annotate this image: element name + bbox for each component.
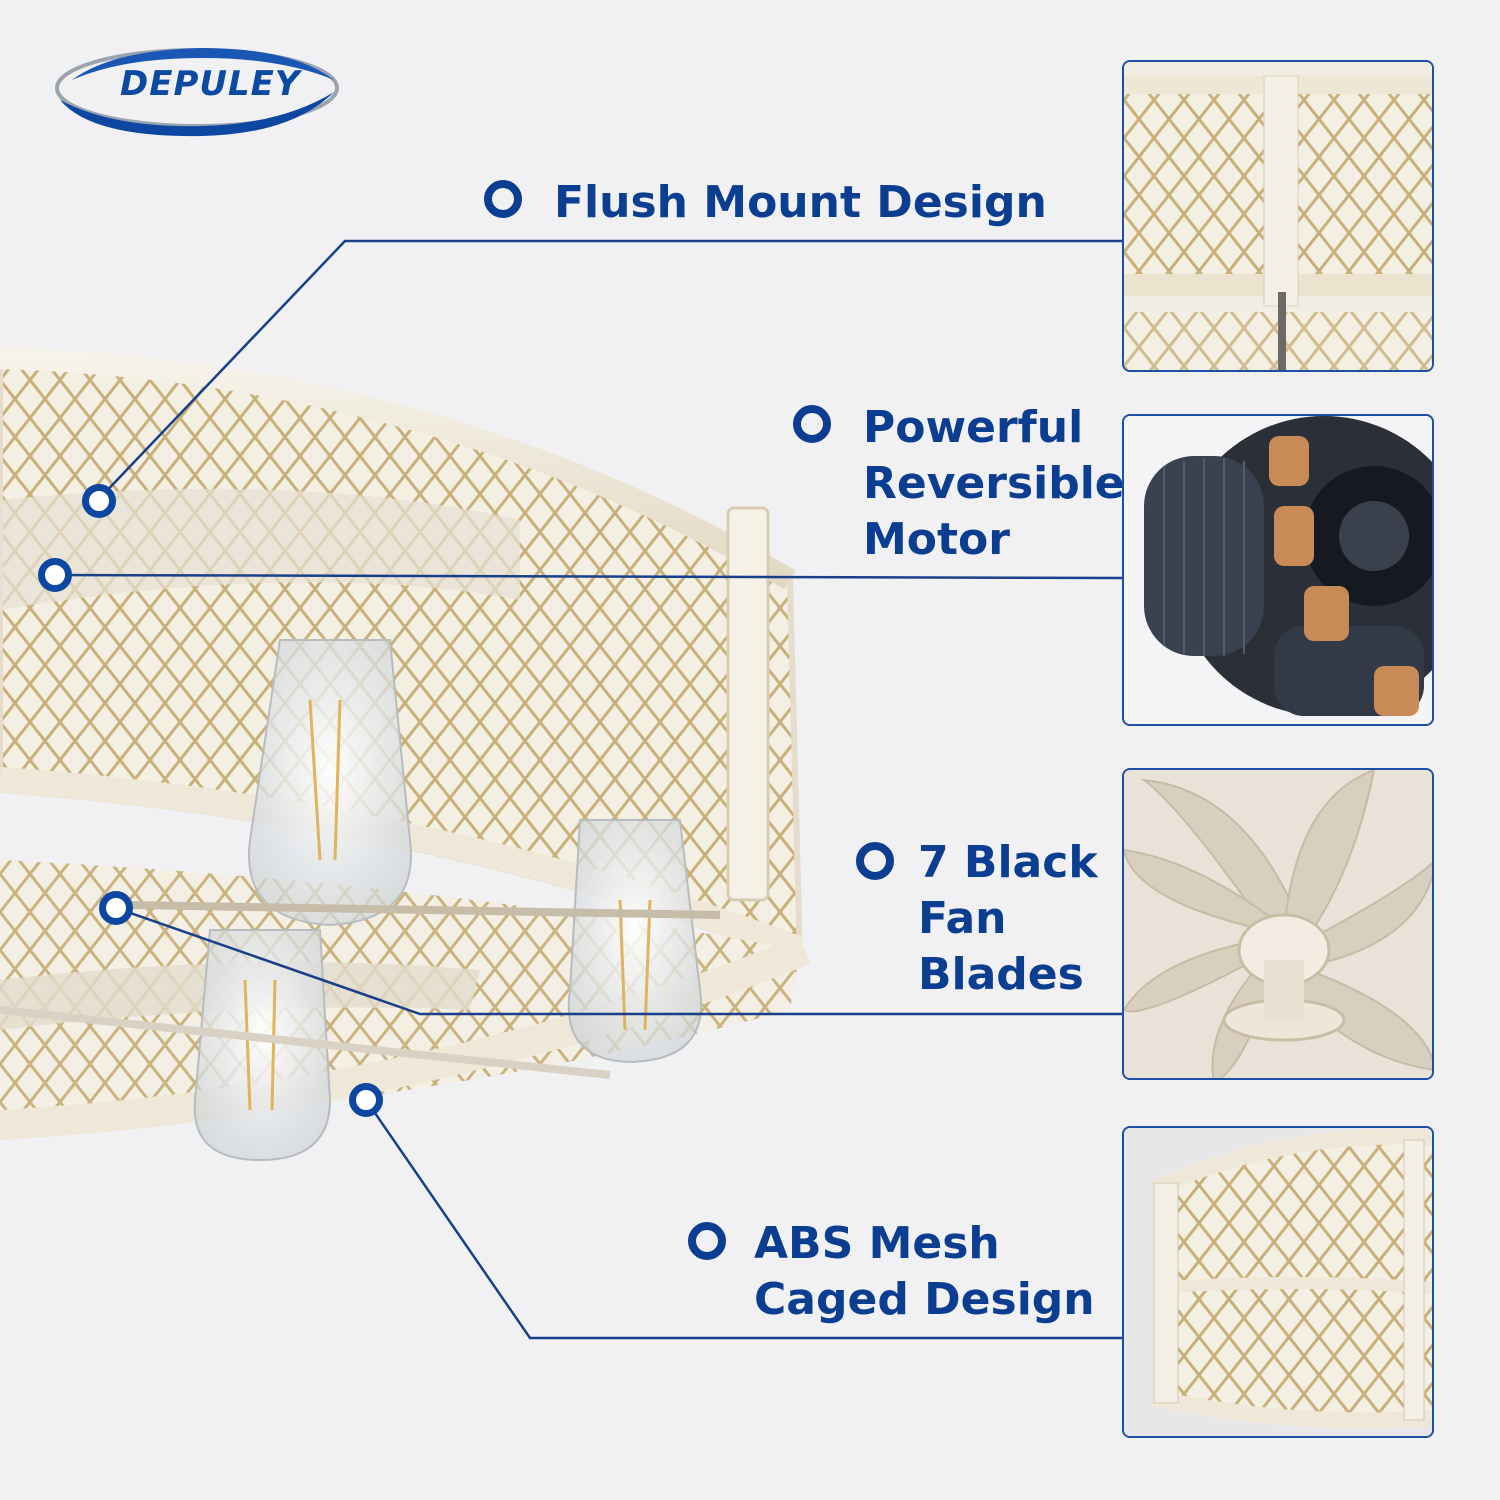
bullet-icon [856,842,894,880]
bullet-icon [688,1222,726,1260]
feature-blades: 7 Black Fan Blades [918,835,1098,1003]
feature-line: 7 Black [918,837,1098,888]
feature-line: ABS Mesh [754,1218,1000,1269]
brand-name: DEPULEY [120,64,301,104]
bullet-icon [793,405,831,443]
callout-dot-motor [38,558,72,592]
detail-image-mesh-cage [1122,1126,1434,1438]
detail-image-motor [1122,414,1434,726]
feature-line: Blades [918,949,1084,1000]
feature-line: Flush Mount Design [554,177,1047,228]
detail-image-flush-mount [1122,60,1434,372]
bullet-icon [484,180,522,218]
feature-motor: Powerful Reversible Motor [863,400,1125,568]
detail-image-fan-blades [1122,768,1434,1080]
feature-line: Motor [863,514,1010,565]
feature-line: Fan [918,893,1007,944]
callout-dot-mesh [349,1083,383,1117]
feature-flush-mount: Flush Mount Design [554,175,1047,231]
feature-mesh-cage: ABS Mesh Caged Design [754,1216,1095,1328]
feature-line: Caged Design [754,1274,1095,1325]
callout-dot-flush-mount [82,484,116,518]
brand-logo [55,48,339,137]
callout-dot-blades [99,891,133,925]
feature-line: Reversible [863,458,1125,509]
feature-line: Powerful [863,402,1084,453]
